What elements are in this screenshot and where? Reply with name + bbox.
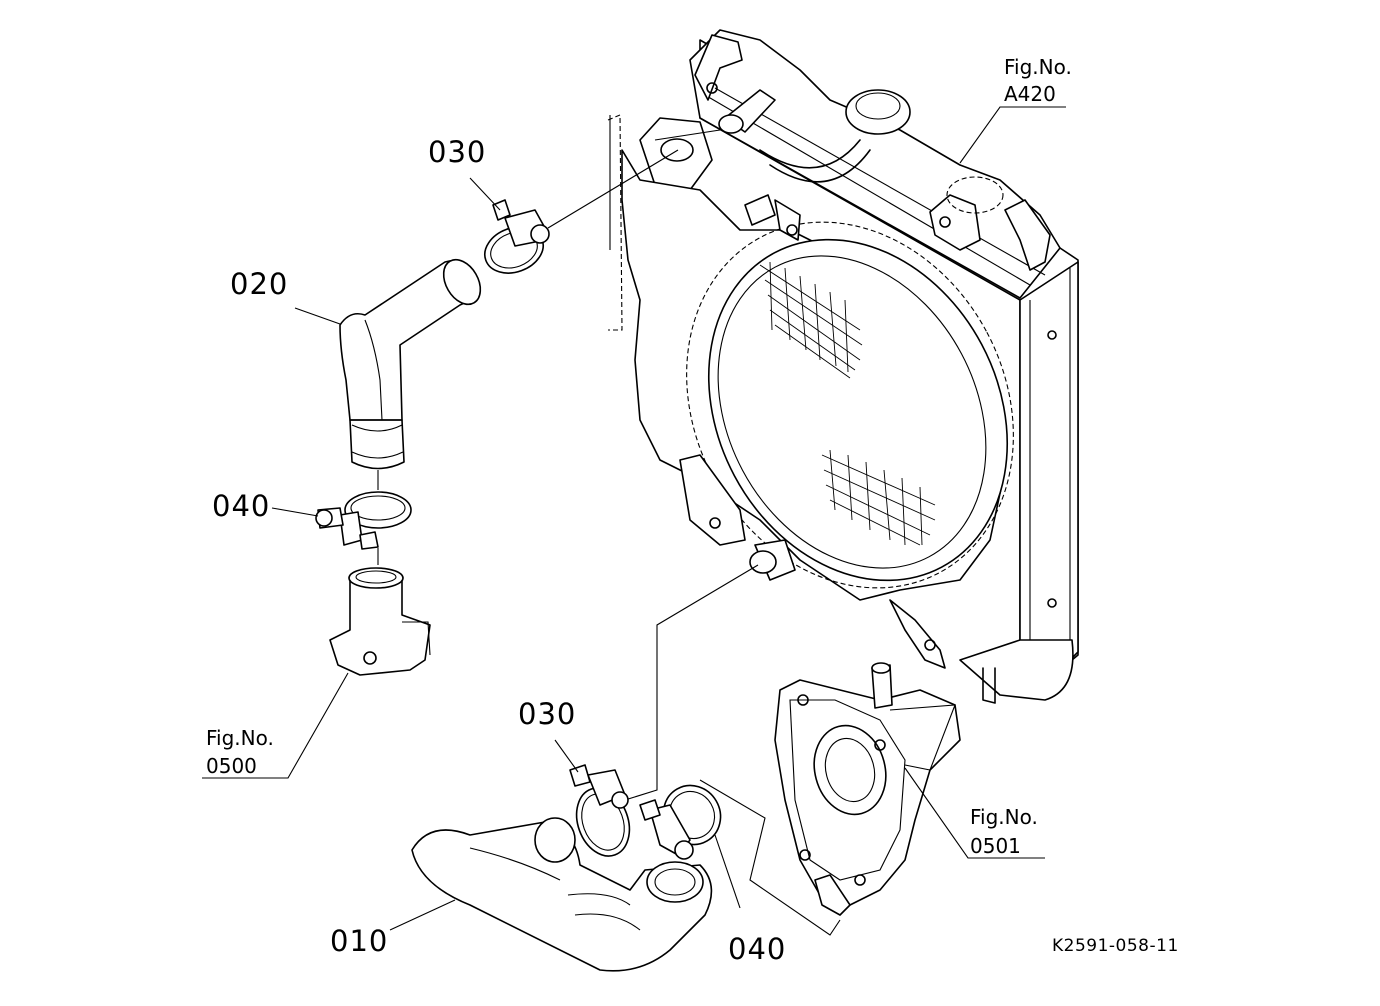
clamp-040-left: [315, 491, 412, 550]
leader-030-bottom: [554, 739, 579, 773]
leader-030-top: [469, 177, 501, 211]
fig-0501-title: Fig.No.: [970, 805, 1038, 829]
fig-a420-code: A420: [1004, 82, 1056, 106]
leader-0501: [904, 767, 1045, 859]
fig-a420-title: Fig.No.: [1004, 55, 1072, 79]
upper-hose: [339, 258, 482, 470]
mesh-upper: [759, 261, 863, 379]
part-label-030-top: 030: [428, 135, 487, 169]
clamp-040-bottom: [639, 784, 722, 860]
leader-040-bottom: [714, 834, 741, 909]
leader-a420: [959, 106, 1066, 164]
radiator-assembly: [607, 29, 1079, 704]
leader-020: [294, 307, 341, 325]
part-label-040-bottom: 040: [728, 932, 787, 966]
part-label-020: 020: [230, 267, 289, 301]
leader-010: [389, 899, 456, 931]
drawing-code: K2591-058-11: [1052, 936, 1179, 956]
part-label-010: 010: [330, 924, 389, 958]
lower-hose: [411, 817, 713, 972]
part-label-040-left: 040: [212, 489, 271, 523]
clamp-030-top: [484, 199, 550, 274]
leader-0500: [202, 672, 349, 779]
fig-0500-title: Fig.No.: [206, 726, 274, 750]
leader-040-left: [271, 507, 319, 517]
part-label-030-bottom: 030: [518, 697, 577, 731]
fig-0500-code: 0500: [206, 754, 257, 778]
thermostat-housing: [329, 567, 431, 676]
mesh-lower: [821, 449, 936, 546]
fig-0501-code: 0501: [970, 834, 1021, 858]
clamp-030-bottom: [569, 764, 631, 857]
water-pump: [774, 662, 961, 916]
